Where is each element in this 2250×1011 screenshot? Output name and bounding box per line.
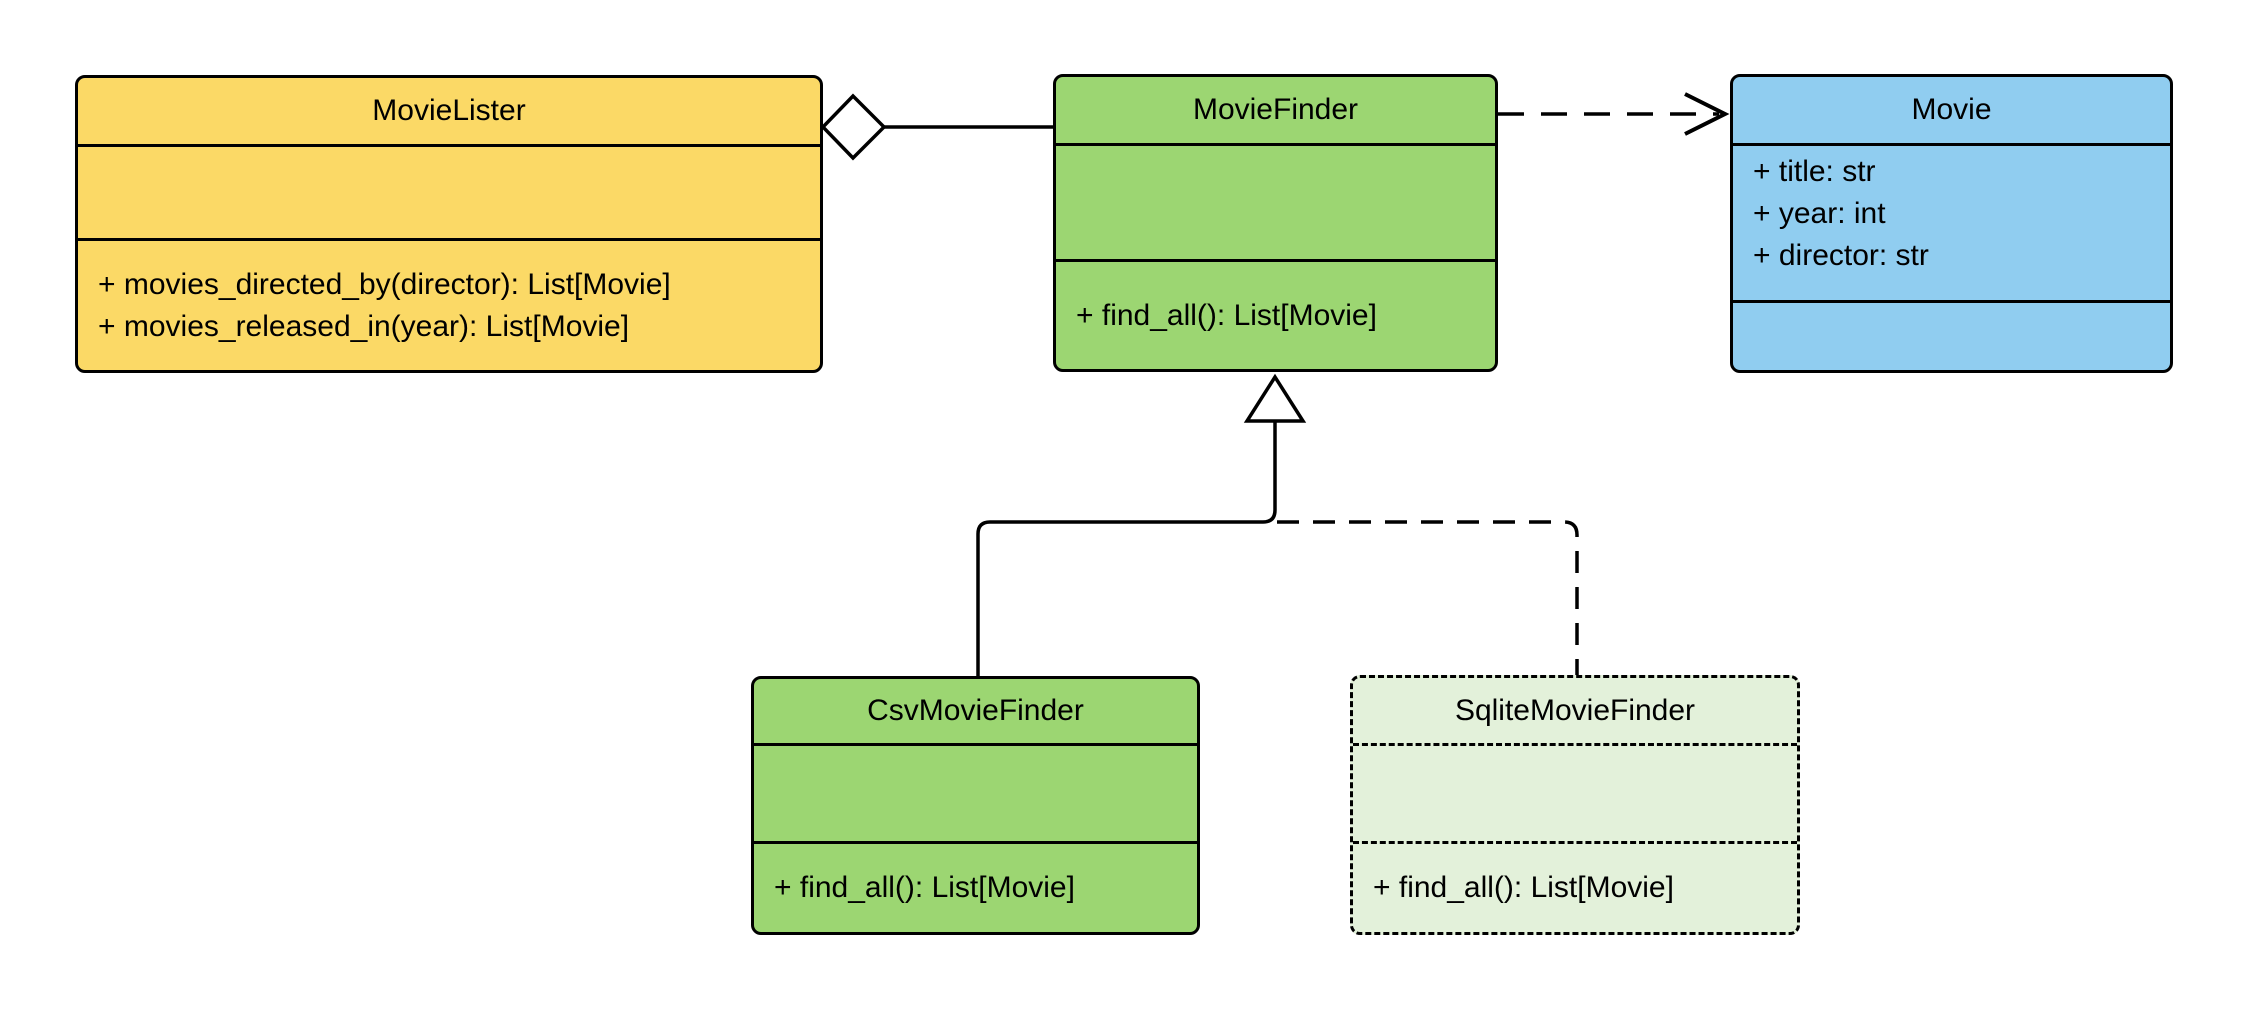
class-movie-attributes-section: + title: str + year: int + director: str: [1733, 143, 2170, 300]
method-line: + find_all(): List[Movie]: [1076, 298, 1377, 332]
dependency-connector: [1498, 92, 1730, 136]
generalization-triangle-icon: [1243, 373, 1307, 423]
class-moviefinder: MovieFinder + find_all(): List[Movie]: [1053, 74, 1498, 372]
aggregation-connector: [820, 93, 1056, 161]
class-csvmoviefinder-name: CsvMovieFinder: [867, 694, 1084, 727]
class-movielister: MovieLister + movies_directed_by(directo…: [75, 75, 823, 373]
attribute-line: + director: str: [1753, 239, 1929, 272]
class-movie-name: Movie: [1911, 93, 1992, 126]
class-moviefinder-attributes-section: [1056, 143, 1495, 259]
method-line: + movies_directed_by(director): List[Mov…: [98, 267, 671, 301]
generalization-dashed-connector: [1277, 520, 1579, 677]
class-csvmoviefinder-attributes-section: [754, 743, 1197, 841]
generalization-solid-line: [976, 421, 1277, 678]
class-csvmoviefinder: CsvMovieFinder + find_all(): List[Movie]: [751, 676, 1200, 935]
dependency-open-arrow-icon: [1684, 92, 1730, 136]
class-csvmoviefinder-methods-section: + find_all(): List[Movie]: [754, 841, 1197, 932]
class-sqlitemoviefinder: SqliteMovieFinder + find_all(): List[Mov…: [1350, 675, 1800, 935]
class-movie-methods-section: [1733, 300, 2170, 370]
class-sqlitemoviefinder-attributes-section: [1353, 743, 1797, 841]
generalization-dashed-line: [1277, 520, 1579, 677]
class-movielister-methods-section: + movies_directed_by(director): List[Mov…: [78, 238, 820, 370]
class-sqlitemoviefinder-methods-section: + find_all(): List[Movie]: [1353, 841, 1797, 932]
generalization-solid-connector: [976, 421, 1277, 678]
aggregation-diamond-icon: [820, 93, 887, 161]
class-movielister-attributes-section: [78, 144, 820, 238]
method-line: + movies_released_in(year): List[Movie]: [98, 309, 630, 343]
class-moviefinder-methods-section: + find_all(): List[Movie]: [1056, 259, 1495, 369]
class-sqlitemoviefinder-name: SqliteMovieFinder: [1454, 693, 1696, 727]
class-movielister-name: MovieLister: [372, 94, 526, 127]
method-line: + find_all(): List[Movie]: [1373, 871, 1674, 904]
class-moviefinder-name: MovieFinder: [1192, 93, 1359, 126]
class-movie: Movie + title: str + year: int + directo…: [1730, 74, 2173, 373]
method-line: + find_all(): List[Movie]: [774, 871, 1075, 904]
attribute-line: + title: str: [1753, 155, 1876, 188]
attribute-line: + year: int: [1753, 197, 1886, 230]
